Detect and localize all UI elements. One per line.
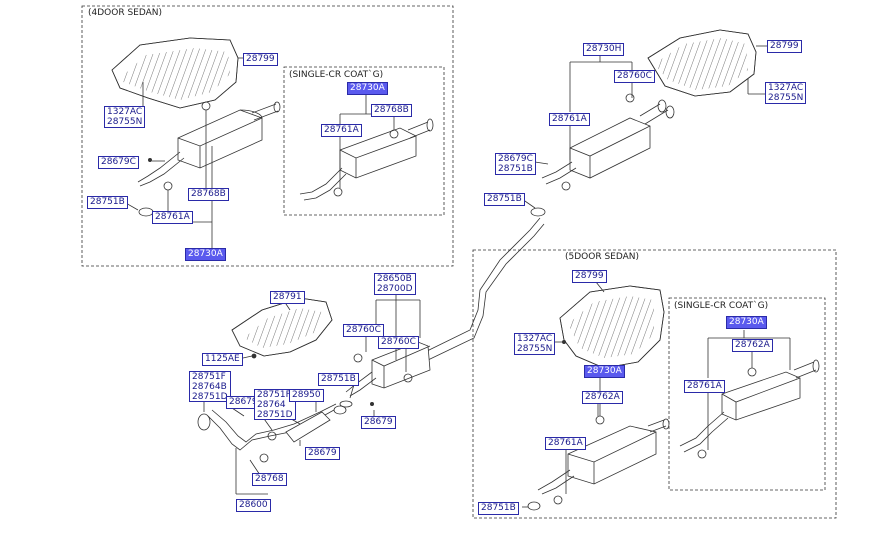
part-label-28730a[interactable]: 28730A: [185, 248, 226, 261]
part-label-1327ac[interactable]: 1327AC: [768, 83, 804, 93]
part-label-28600[interactable]: 28600: [236, 499, 271, 512]
part-label-28764b[interactable]: 28764B: [192, 382, 227, 392]
frame-single-cr-5door: [668, 297, 826, 491]
part-label-28751f[interactable]: 28751F: [257, 390, 291, 400]
center-pipe: [424, 217, 545, 361]
part-label-28761a[interactable]: 28761A: [549, 113, 590, 126]
part-label-28950[interactable]: 28950: [289, 389, 324, 402]
part-label-28755n[interactable]: 28755N: [107, 117, 143, 127]
part-label-28751d[interactable]: 28751D: [192, 392, 228, 402]
part-label-28751b[interactable]: 28751B: [478, 502, 519, 515]
section-single-cr-5door: (SINGLE-CR COAT`G): [672, 301, 771, 311]
part-label-28730h[interactable]: 28730H: [583, 43, 625, 56]
part-label-28799[interactable]: 28799: [767, 40, 802, 53]
section-single-cr-4door: (SINGLE-CR COAT`G): [287, 70, 386, 80]
part-label-28755n[interactable]: 28755N: [768, 93, 804, 103]
part-label-28760c[interactable]: 28760C: [614, 70, 655, 83]
part-label-28751b[interactable]: 28751B: [484, 193, 525, 206]
part-label-28679[interactable]: 28679: [305, 447, 340, 460]
part-label-28751b[interactable]: 28751B: [87, 196, 128, 209]
part-label-28760c[interactable]: 28760C: [343, 324, 384, 337]
part-label-28799[interactable]: 28799: [572, 270, 607, 283]
part-label-28700d[interactable]: 28700D: [377, 284, 413, 294]
part-label-28761a[interactable]: 28761A: [545, 437, 586, 450]
part-label-28751b[interactable]: 28751B: [498, 164, 533, 174]
frame-5door-sedan: [472, 249, 837, 519]
muffler-upper-right: [541, 93, 675, 191]
part-label-1125ae[interactable]: 1125AE: [202, 353, 243, 366]
part-label-28730a[interactable]: 28730A: [584, 365, 625, 378]
part-label-28679c[interactable]: 28679C: [498, 154, 533, 164]
part-label-28730a[interactable]: 28730A: [726, 316, 767, 329]
heat-shield-lower: [559, 285, 665, 369]
part-label-28762a[interactable]: 28762A: [732, 339, 773, 352]
muffler-lower: [537, 415, 670, 505]
muffler-single-cr-right: [679, 359, 820, 459]
part-label-28755n[interactable]: 28755N: [517, 344, 553, 354]
part-label-28760c[interactable]: 28760C: [378, 336, 419, 349]
muffler-upper-left: [137, 101, 281, 191]
gasket-lower: [527, 501, 541, 511]
part-label-28679c[interactable]: 28679C: [98, 156, 139, 169]
heat-shield-upper-left: [111, 37, 239, 109]
part-label-28768b[interactable]: 28768B: [188, 188, 229, 201]
part-label-28761a[interactable]: 28761A: [684, 380, 725, 393]
part-label-28791[interactable]: 28791: [270, 291, 305, 304]
part-label-28751b[interactable]: 28751B: [318, 373, 359, 386]
part-label-28761a[interactable]: 28761A: [321, 124, 362, 137]
part-label-28751f[interactable]: 28751F: [192, 372, 226, 382]
gasket-upper-left: [138, 207, 154, 217]
section-4door-sedan: (4DOOR SEDAN): [86, 8, 165, 18]
muffler-single-cr-left: [299, 118, 434, 201]
part-label-1327ac[interactable]: 1327AC: [107, 107, 143, 117]
gasket-upper-right: [530, 207, 546, 217]
part-label-28764[interactable]: 28764: [257, 400, 286, 410]
part-label-28762a[interactable]: 28762A: [582, 391, 623, 404]
part-label-1327ac[interactable]: 1327AC: [517, 334, 553, 344]
part-label-28761a[interactable]: 28761A: [152, 211, 193, 224]
frame-4door-sedan: [81, 5, 454, 267]
heat-protector-front: [231, 297, 333, 357]
heat-shield-upper-right: [647, 29, 757, 97]
front-pipe: [197, 403, 347, 463]
part-label-28751d[interactable]: 28751D: [257, 410, 293, 420]
part-label-28730a[interactable]: 28730A: [347, 82, 388, 95]
part-label-28768[interactable]: 28768: [252, 473, 287, 486]
section-5door-sedan: (5DOOR SEDAN): [563, 252, 642, 262]
part-label-28679[interactable]: 28679: [361, 416, 396, 429]
part-label-28768b[interactable]: 28768B: [371, 104, 412, 117]
part-label-28679[interactable]: 28679: [226, 396, 261, 409]
part-label-28799[interactable]: 28799: [243, 53, 278, 66]
frame-single-cr-4door: [283, 66, 445, 216]
part-label-28650b[interactable]: 28650B: [377, 274, 412, 284]
